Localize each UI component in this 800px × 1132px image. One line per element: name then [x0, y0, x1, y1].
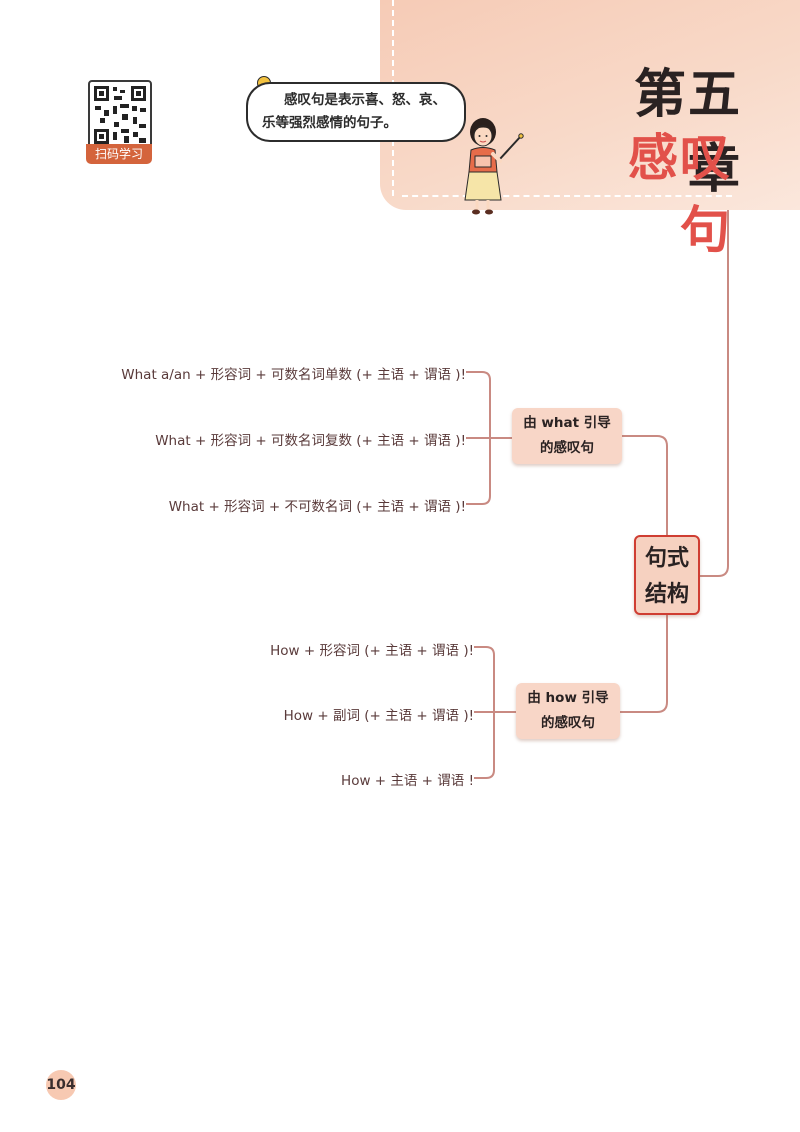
chapter-title: 感叹句 — [628, 129, 732, 259]
scan-to-learn-label[interactable]: 扫码学习 — [86, 144, 152, 164]
how-leaf-1: How + 形容词 (+ 主语 + 谓语 )! — [270, 643, 474, 659]
what-leaf-3: What + 形容词 + 不可数名词 (+ 主语 + 谓语 )! — [168, 499, 466, 515]
teacher-illustration-icon — [464, 118, 524, 215]
what-leaf-1: What a/an + 形容词 + 可数名词单数 (+ 主语 + 谓语 )! — [121, 367, 466, 383]
root-node-sentence-structure: 句式 结构 — [634, 535, 700, 615]
how-leaf-2: How + 副词 (+ 主语 + 谓语 )! — [283, 708, 474, 724]
intro-line-1: 感叹句是表示喜、怒、哀、 — [284, 92, 446, 108]
qr-code-icon[interactable] — [88, 80, 152, 150]
how-leaf-3: How + 主语 + 谓语 ! — [341, 773, 474, 789]
branch-how-line-2: 的感叹句 — [541, 715, 595, 731]
branch-node-what: 由 what 引导 的感叹句 — [512, 408, 622, 464]
chapter-number: 第五章 — [633, 65, 742, 200]
speech-bubble — [246, 82, 466, 142]
page-number: 104 — [46, 1070, 76, 1100]
banner-dashed-border-bottom — [402, 195, 732, 197]
branch-node-how: 由 how 引导 的感叹句 — [516, 683, 620, 739]
branch-what-line-2: 的感叹句 — [540, 440, 594, 456]
what-leaf-2: What + 形容词 + 可数名词复数 (+ 主语 + 谓语 )! — [155, 433, 466, 449]
branch-what-line-1: 由 what 引导 — [523, 415, 611, 431]
intro-line-2: 乐等强烈感情的句子。 — [262, 115, 397, 131]
intro-text: 感叹句是表示喜、怒、哀、 乐等强烈感情的句子。 — [262, 89, 462, 135]
branch-how-line-1: 由 how 引导 — [527, 690, 609, 706]
root-node-line-2: 结构 — [644, 582, 689, 607]
root-node-line-1: 句式 — [644, 546, 689, 571]
